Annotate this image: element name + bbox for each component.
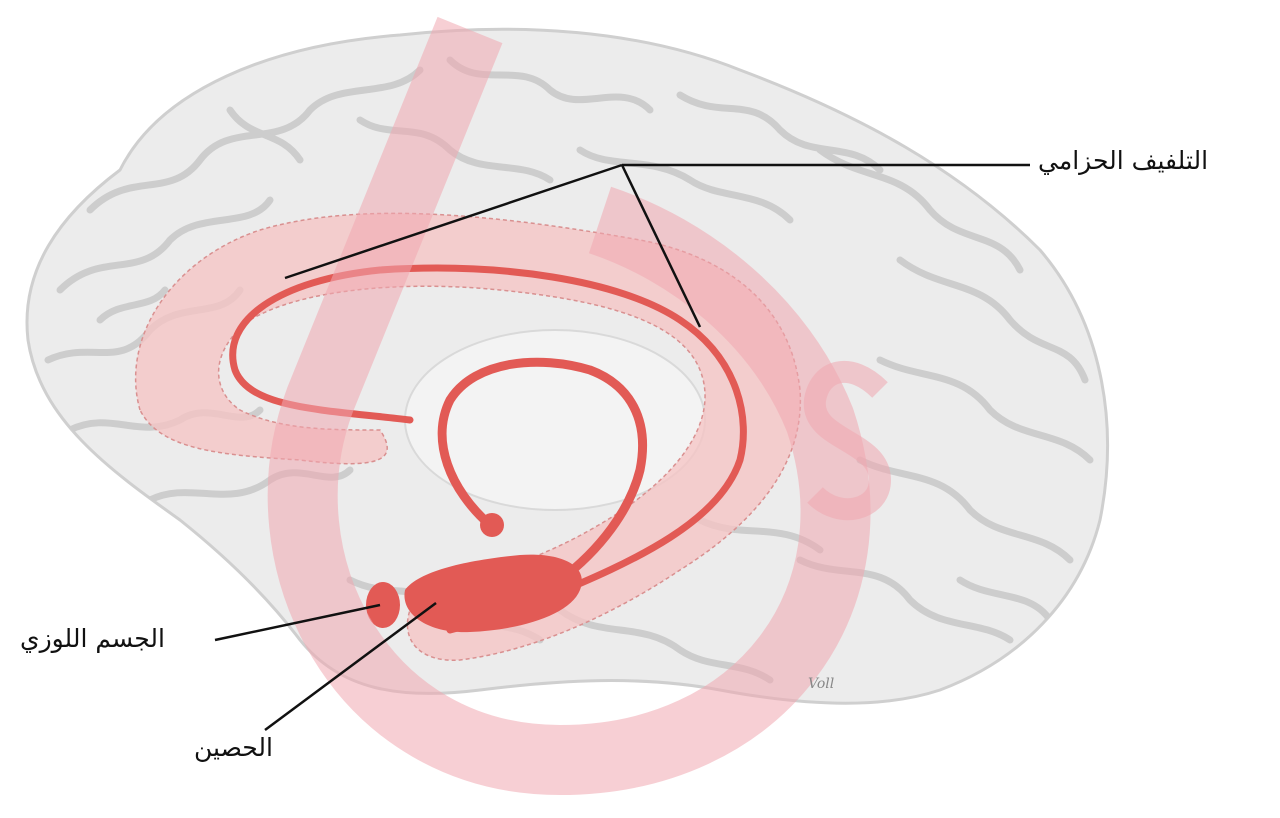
mammillary-body	[480, 513, 504, 537]
label-hippocampus: الحصين	[194, 735, 273, 760]
label-cingulate-gyrus: التلفيف الحزامي	[1038, 148, 1208, 173]
label-amygdala: الجسم اللوزي	[20, 626, 165, 651]
artist-signature: Voll	[808, 676, 834, 692]
